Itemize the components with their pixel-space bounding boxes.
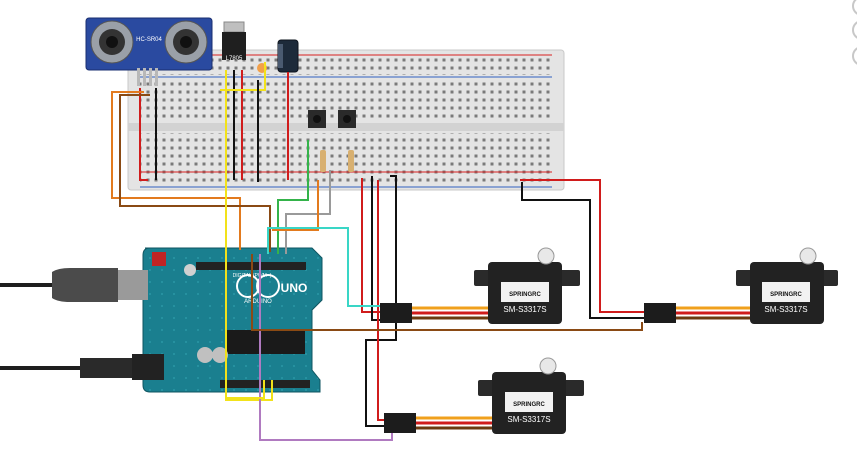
electrolytic-capacitor — [277, 39, 299, 73]
push-buttons — [308, 110, 356, 128]
servo-1-brand: SPRINGRC — [509, 292, 541, 298]
usb-plug-icon — [0, 268, 148, 302]
ultrasonic-model-label: HC-SR04 — [136, 37, 162, 43]
servo-2-brand: SPRINGRC — [770, 292, 802, 298]
wires — [111, 62, 644, 441]
servo-1: SPRINGRC SM-S3317S — [474, 247, 580, 324]
barrel-jack-icon — [0, 354, 164, 380]
arduino-logo: ARDUINO — [244, 299, 272, 305]
servo-3: SPRINGRC SM-S3317S — [478, 357, 584, 434]
servo-2-model: SM-S3317S — [764, 305, 807, 314]
servo-2: SPRINGRC SM-S3317S — [736, 247, 838, 324]
resistors — [320, 150, 354, 172]
arduino-model: UNO — [281, 281, 308, 295]
servo-3-brand: SPRINGRC — [513, 402, 545, 408]
servo-cables — [412, 306, 752, 430]
regulator-label: L7805 — [226, 56, 243, 62]
servo-3-model: SM-S3317S — [507, 415, 550, 424]
corner-decoration — [852, 0, 857, 65]
servo-connectors — [380, 303, 676, 433]
arduino-uno: ARDUINO UNO DIGITAL (PWM~) — [142, 247, 323, 393]
ultrasonic-sensor: HC-SR04 — [85, 17, 213, 86]
voltage-regulator: L7805 — [222, 21, 246, 62]
servo-1-model: SM-S3317S — [503, 305, 546, 314]
